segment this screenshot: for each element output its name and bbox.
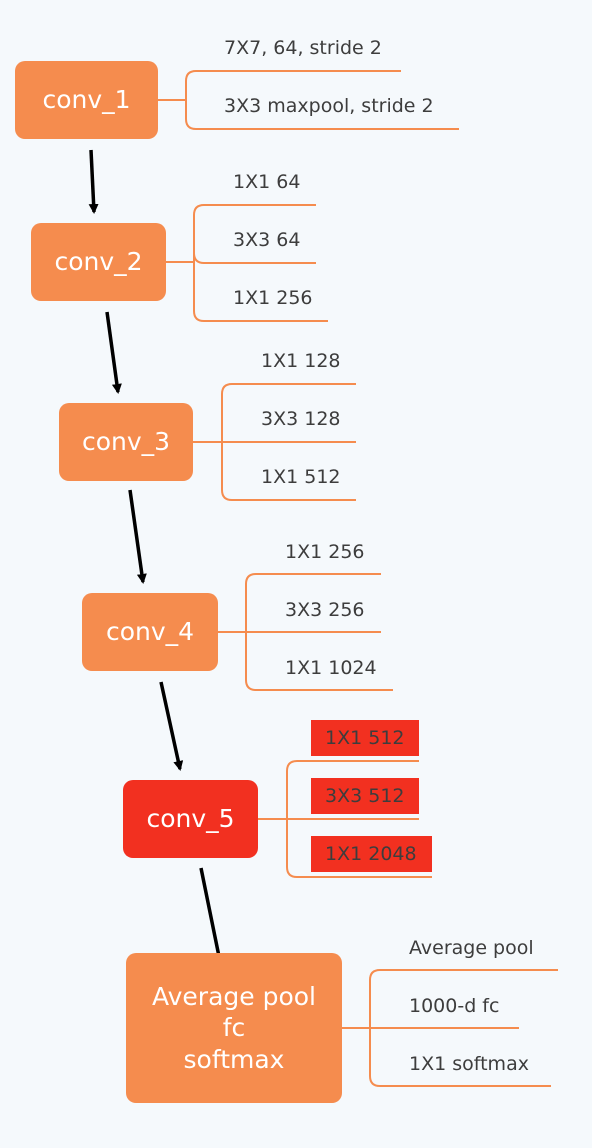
stage-label: conv_4 [105,617,195,647]
stage-label: conv_3 [81,427,171,457]
branch-line-4-3 [245,632,393,691]
stage-4-item-1: 1X1 256 [285,541,365,563]
stage-1-item-2: 3X3 maxpool, stride 2 [224,95,434,117]
stage-2-item-3: 1X1 256 [233,287,313,309]
branch-line-5-3 [286,819,432,878]
stage-label: conv_5 [146,804,235,834]
stage-4-item-2: 3X3 256 [285,599,365,621]
flow-arrow-1 [88,149,99,214]
branch-line-1-1 [185,70,401,100]
stage-2-item-1: 1X1 64 [233,171,301,193]
stage-3-item-1: 1X1 128 [261,350,341,372]
flow-arrow-3 [128,489,147,584]
stage-node-conv-2: conv_2 [31,223,166,301]
stage-3-item-2: 3X3 128 [261,408,341,430]
stage-4-item-3: 1X1 1024 [285,657,377,679]
stage-1-item-1: 7X7, 64, stride 2 [224,37,382,59]
stage-6-item-3: 1X1 softmax [409,1053,529,1075]
branch-line-5-1 [286,760,419,819]
branch-line-2-3 [193,262,328,322]
stage-2-item-2: 3X3 64 [233,229,301,251]
stage-5-item-1: 1X1 512 [311,720,419,756]
stage-node-conv-5: conv_5 [123,780,258,858]
branch-line-2-2 [193,252,316,264]
stage-5-item-2: 3X3 512 [311,778,419,814]
branch-line-1-2 [185,100,459,130]
stage-6-item-2: 1000-d fc [409,995,500,1017]
head-label-line-3: softmax [183,1044,285,1074]
branch-line-4-1 [245,573,381,632]
head-label-line-1: Average pool [151,982,316,1012]
stage-node-conv-3: conv_3 [59,403,193,481]
stage-node-conv-1: conv_1 [15,61,158,139]
branch-line-2-1 [193,204,316,262]
stage-node-conv-4: conv_4 [82,593,218,671]
stage-5-item-3: 1X1 2048 [311,836,432,872]
branch-line-6-1 [369,969,558,1028]
branch-line-3-3 [221,442,356,501]
head-label: Average pool fc softmax [152,981,316,1075]
stage-3-item-3: 1X1 512 [261,466,341,488]
flow-arrow-4 [159,681,184,771]
stage-label: conv_2 [54,247,143,277]
branch-line-6-3 [369,1028,551,1087]
branch-line-3-1 [221,383,356,442]
stage-label: conv_1 [42,85,131,115]
flow-arrow-2 [105,311,122,394]
head-label-line-2: fc [222,1013,246,1043]
stage-6-item-1: Average pool [409,937,534,959]
stage-node-head: Average pool fc softmax [126,953,342,1103]
